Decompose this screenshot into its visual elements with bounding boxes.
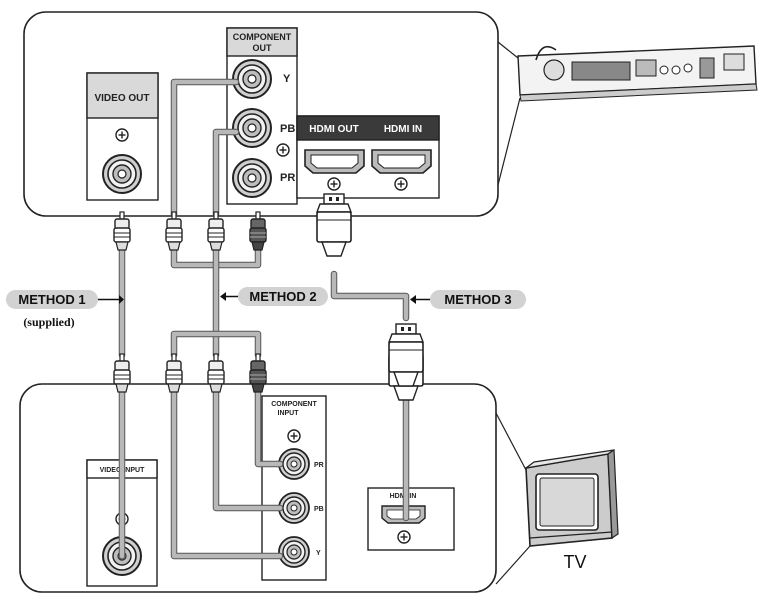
hdmi-out-port[interactable] — [304, 149, 365, 174]
component-input-port-group: COMPONENT INPUT PR PB Y — [261, 395, 327, 581]
component-input-pb-jack[interactable] — [278, 492, 310, 524]
hdmi-plug-top — [316, 193, 352, 257]
video-out-port-group: VIDEO OUT — [86, 72, 159, 201]
method-1-note: (supplied) — [23, 315, 74, 329]
screw-icon — [327, 177, 341, 191]
component-plug-pb-bottom — [207, 353, 225, 393]
composite-plug-bottom — [113, 353, 131, 393]
composite-plug-top — [113, 211, 131, 251]
screw-icon — [276, 143, 290, 157]
screw-icon — [287, 429, 301, 443]
cables — [118, 78, 410, 560]
screw-icon — [394, 177, 408, 191]
tv-pointer-line — [495, 412, 527, 471]
method-2-label: METHOD 2 — [249, 289, 316, 304]
component-plug-y-top — [165, 211, 183, 251]
screw-icon — [115, 128, 129, 142]
component-out-y-jack[interactable] — [232, 59, 272, 99]
method-3-tag: METHOD 3 — [410, 290, 526, 309]
jack-label-pr: PR — [280, 172, 295, 184]
component-input-pr-jack[interactable] — [278, 448, 310, 480]
component-plug-pb-top — [207, 211, 225, 251]
jack-label-pb: PB — [314, 506, 324, 513]
hdmi-in-port[interactable] — [371, 149, 432, 174]
method-1-tag: METHOD 1 (supplied) — [6, 290, 124, 329]
component-out-port-group: COMPONENT OUT Y PB PR — [226, 27, 298, 205]
tv-icon — [525, 448, 619, 547]
component-input-label-line2: INPUT — [278, 410, 300, 417]
screw-icon — [397, 530, 411, 544]
component-out-pb-jack[interactable] — [232, 108, 272, 148]
method-3-label: METHOD 3 — [444, 292, 511, 307]
tv-hdmi-port-group: HDMI IN — [367, 487, 455, 551]
component-out-pr-jack[interactable] — [232, 158, 272, 198]
component-out-label-line2: OUT — [253, 43, 273, 53]
jack-label-pb: PB — [280, 123, 295, 135]
video-out-label: VIDEO OUT — [94, 93, 149, 104]
component-plug-y-bottom — [165, 353, 183, 393]
jack-label-y: Y — [316, 550, 321, 557]
hdmi-out-label: HDMI OUT — [309, 124, 358, 135]
method-2-tag: METHOD 2 — [220, 287, 328, 306]
dvd-player-icon — [517, 45, 758, 102]
jack-label-pr: PR — [314, 462, 324, 469]
tv-pointer-line — [495, 545, 531, 585]
device-pointer-line — [497, 41, 519, 59]
rca-plugs-top — [113, 211, 267, 251]
video-out-jack[interactable] — [102, 154, 142, 194]
hdmi-port-group: HDMI OUT HDMI IN — [296, 115, 440, 199]
tv-label: TV — [563, 552, 586, 572]
component-input-label-line1: COMPONENT — [271, 401, 317, 408]
hdmi-in-label: HDMI IN — [384, 124, 422, 135]
component-input-y-jack[interactable] — [278, 536, 310, 568]
method-1-label: METHOD 1 — [18, 292, 85, 307]
jack-label-y: Y — [283, 73, 291, 85]
component-out-label-line1: COMPONENT — [233, 32, 292, 42]
component-plug-pr-top — [249, 211, 267, 251]
component-plug-pr-bottom — [249, 353, 267, 393]
device-pointer-line — [497, 97, 521, 186]
